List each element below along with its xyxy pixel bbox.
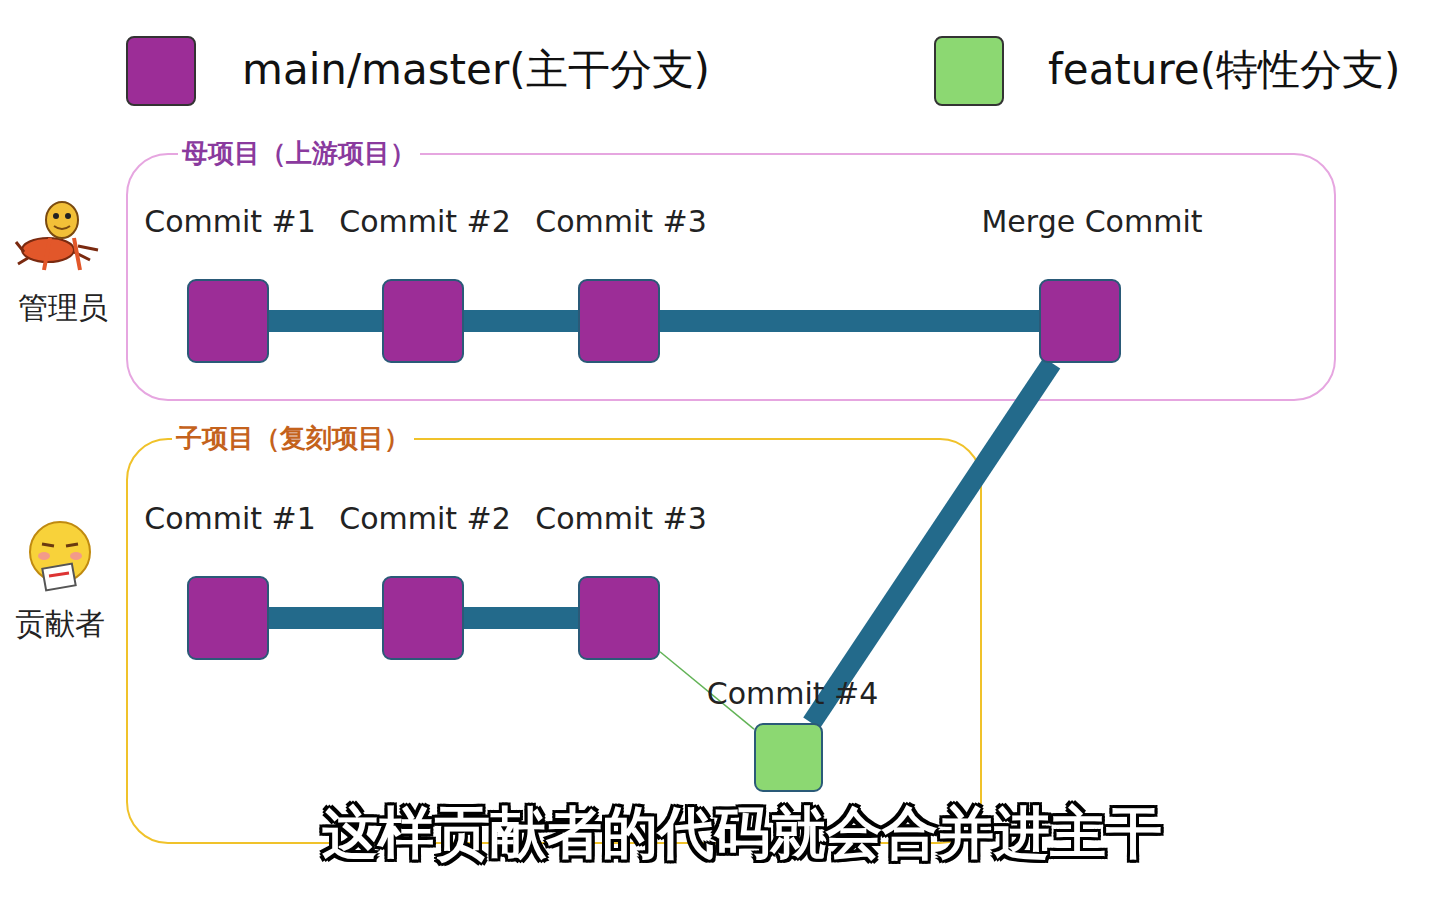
role-label: 贡献者 xyxy=(15,606,105,642)
commit-box: Merge Commit xyxy=(1039,279,1121,363)
commit-label: Commit #1 xyxy=(110,501,350,537)
commit-box: Commit #3 xyxy=(578,576,660,660)
connector-line xyxy=(464,607,578,629)
commit-box: Commit #3 xyxy=(578,279,660,363)
legend-text: main/master(主干分支) xyxy=(242,45,710,95)
group-heading: 母项目（上游项目） xyxy=(178,137,420,169)
group-heading: 子项目（复刻项目） xyxy=(172,422,414,454)
legend-swatch xyxy=(934,36,1004,106)
branch-connector xyxy=(660,321,1039,322)
commit-box: Commit #4 xyxy=(754,723,823,792)
subtitle-caption: 这样贡献者的代码就会合并进主干 xyxy=(322,800,1162,866)
admin-icon xyxy=(14,192,106,274)
project-group: 子项目（复刻项目）Commit #1Commit #2Commit #3Comm… xyxy=(126,438,982,844)
branch-connector xyxy=(812,363,1052,723)
commit-label: Commit #3 xyxy=(501,204,741,240)
commit-label: Merge Commit xyxy=(972,204,1212,240)
connector-line xyxy=(660,310,1039,332)
commit-label: Commit #4 xyxy=(673,676,913,712)
connector-line xyxy=(269,607,382,629)
commit-box: Commit #1 xyxy=(187,279,269,363)
commit-label: Commit #1 xyxy=(110,204,350,240)
connector-line xyxy=(464,310,578,332)
branch-connector xyxy=(464,618,578,619)
commit-label: Commit #2 xyxy=(305,501,545,537)
role-label: 管理员 xyxy=(18,290,108,326)
legend-text: feature(特性分支) xyxy=(1048,45,1400,95)
shrimp-figure xyxy=(16,202,98,270)
branch-connector xyxy=(269,618,382,619)
legend-swatch xyxy=(126,36,196,106)
connector-line xyxy=(812,363,1052,723)
commit-box: Commit #2 xyxy=(382,576,464,660)
commit-label: Commit #2 xyxy=(305,204,545,240)
contributor-icon xyxy=(22,518,98,594)
emoji-face xyxy=(30,522,90,590)
commit-box: Commit #1 xyxy=(187,576,269,660)
commit-box: Commit #2 xyxy=(382,279,464,363)
branch-connector xyxy=(464,321,578,322)
commit-label: Commit #3 xyxy=(501,501,741,537)
project-group: 母项目（上游项目）Commit #1Commit #2Commit #3Merg… xyxy=(126,153,1336,401)
connector-line xyxy=(269,310,382,332)
branch-connector xyxy=(269,321,382,322)
